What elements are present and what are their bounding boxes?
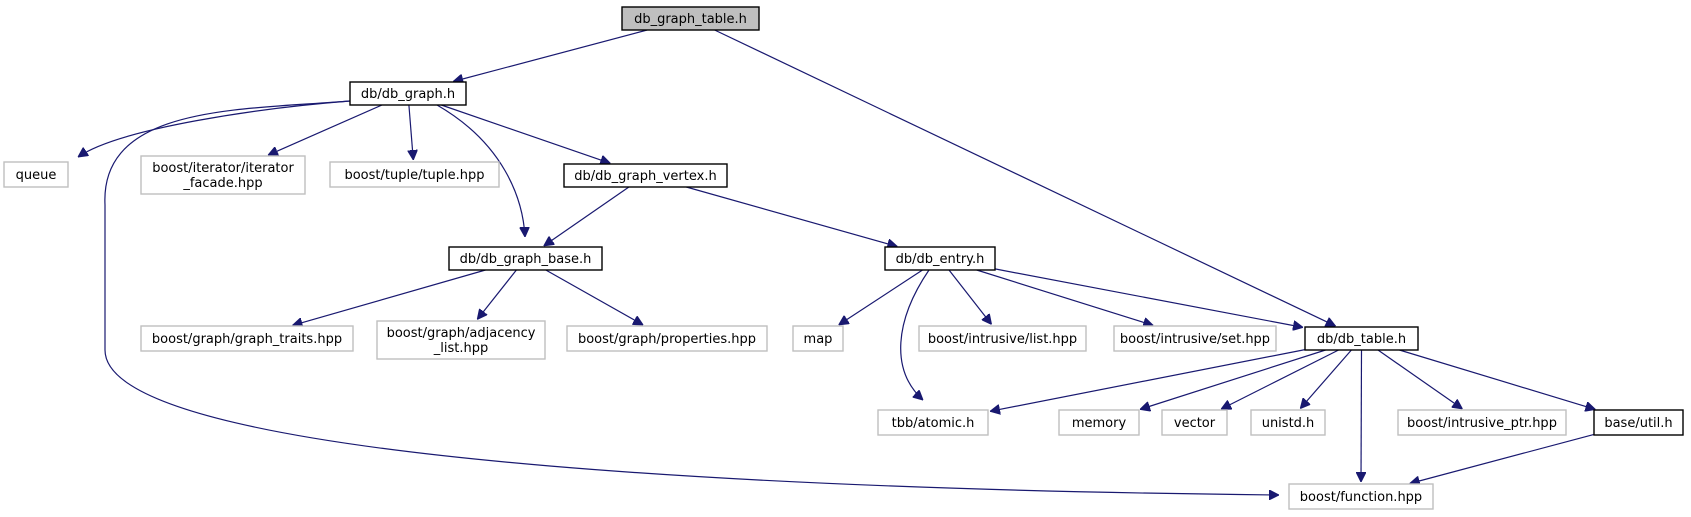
edge-db-table-to-memory <box>1140 349 1326 409</box>
node-adjacency-list: boost/graph/adjacency_list.hpp <box>376 320 546 360</box>
edge-db-graph-vertex-to-db-entry <box>686 186 897 247</box>
node-label: vector <box>1174 416 1216 431</box>
node-box <box>1058 409 1140 436</box>
edge-db-table-to-unistd <box>1300 349 1352 409</box>
edge-db-graph-base-to-graph-traits <box>292 269 486 325</box>
node-box <box>1304 326 1419 351</box>
node-box <box>621 6 760 31</box>
node-queue: queue <box>3 161 69 188</box>
node-label: boost/intrusive/list.hpp <box>928 332 1077 347</box>
node-box <box>349 81 467 106</box>
node-base-util[interactable]: base/util.h <box>1593 409 1684 436</box>
node-label: boost/intrusive/set.hpp <box>1120 332 1270 347</box>
edge-db-table-to-intrusive-ptr <box>1377 349 1462 409</box>
node-label: _list.hpp <box>433 341 488 356</box>
node-label: db/db_graph_vertex.h <box>574 169 716 184</box>
node-label: boost/function.hpp <box>1300 490 1422 505</box>
node-unistd: unistd.h <box>1250 409 1326 436</box>
node-label: boost/graph/properties.hpp <box>578 332 756 347</box>
node-box <box>448 246 603 271</box>
node-db-entry[interactable]: db/db_entry.h <box>884 246 996 271</box>
edge-db-graph-to-iterator-facade <box>268 104 383 155</box>
node-box <box>792 325 844 352</box>
edge-base-util-to-function <box>1410 433 1595 483</box>
node-db-graph-vertex[interactable]: db/db_graph_vertex.h <box>563 163 728 188</box>
edge-db-graph-to-tuple <box>409 104 413 160</box>
node-label: boost/graph/graph_traits.hpp <box>152 332 342 347</box>
node-box <box>1397 409 1567 436</box>
node-label: map <box>804 332 833 347</box>
edge-db-graph-table-to-db-table <box>714 29 1336 326</box>
node-graph-traits: boost/graph/graph_traits.hpp <box>140 325 354 352</box>
node-box <box>918 325 1087 352</box>
node-box <box>329 161 500 188</box>
edge-db-table-to-vector <box>1221 349 1339 410</box>
node-box <box>3 161 69 188</box>
edge-db-graph-to-function <box>104 100 1279 495</box>
edge-db-graph-to-db-graph-base <box>436 104 525 237</box>
edge-db-graph-base-to-adjacency-list <box>477 269 517 319</box>
node-db-graph-table: db_graph_table.h <box>621 6 760 31</box>
edge-db-entry-to-tbb-atomic <box>900 269 930 400</box>
node-box <box>563 163 728 188</box>
edge-db-table-to-base-util <box>1399 349 1595 409</box>
edge-db-entry-to-map <box>839 269 923 325</box>
node-tbb-atomic: tbb/atomic.h <box>877 409 989 436</box>
node-db-graph[interactable]: db/db_graph.h <box>349 81 467 106</box>
node-label: memory <box>1072 416 1127 431</box>
node-box <box>140 325 354 352</box>
node-iterator-facade: boost/iterator/iterator_facade.hpp <box>140 155 306 195</box>
node-label: boost/intrusive_ptr.hpp <box>1407 416 1557 431</box>
node-label: boost/iterator/iterator <box>152 161 294 176</box>
node-label: base/util.h <box>1604 416 1672 431</box>
node-box <box>1250 409 1326 436</box>
edge-db-entry-to-intrusive-list <box>948 269 992 324</box>
node-map: map <box>792 325 844 352</box>
edge-db-table-to-function <box>1361 349 1362 482</box>
node-box <box>140 155 306 195</box>
edge-db-graph-to-queue <box>78 100 351 157</box>
edge-db-graph-table-to-db-graph <box>453 29 648 82</box>
node-label: tbb/atomic.h <box>892 416 975 431</box>
node-label: boost/tuple/tuple.hpp <box>344 168 484 183</box>
node-intrusive-ptr: boost/intrusive_ptr.hpp <box>1397 409 1567 436</box>
node-box <box>1161 409 1228 436</box>
node-label: db/db_graph_base.h <box>460 252 592 267</box>
node-box <box>1593 409 1684 436</box>
edge-db-graph-base-to-properties <box>545 269 643 325</box>
edge-db-entry-to-intrusive-set <box>976 269 1153 325</box>
node-label: unistd.h <box>1262 416 1315 431</box>
node-intrusive-list: boost/intrusive/list.hpp <box>918 325 1087 352</box>
node-intrusive-set: boost/intrusive/set.hpp <box>1113 325 1277 352</box>
node-label: db_graph_table.h <box>634 12 747 27</box>
node-box <box>1288 483 1434 510</box>
node-label: db/db_entry.h <box>896 252 985 267</box>
edge-db-graph-vertex-to-db-graph-base <box>544 186 630 246</box>
edge-db-entry-to-db-table <box>994 268 1303 328</box>
node-properties: boost/graph/properties.hpp <box>566 325 768 352</box>
edge-db-table-to-tbb-atomic <box>990 349 1306 412</box>
node-box <box>566 325 768 352</box>
node-label: boost/graph/adjacency <box>387 326 536 341</box>
edge-db-graph-to-db-graph-vertex <box>441 104 610 163</box>
node-memory: memory <box>1058 409 1140 436</box>
node-label: db/db_graph.h <box>361 87 455 102</box>
node-label: _facade.hpp <box>182 176 262 191</box>
node-db-graph-base[interactable]: db/db_graph_base.h <box>448 246 603 271</box>
dependency-edges <box>78 29 1595 495</box>
node-db-table[interactable]: db/db_table.h <box>1304 326 1419 351</box>
node-box <box>884 246 996 271</box>
node-box <box>877 409 989 436</box>
node-box <box>376 320 546 360</box>
node-label: queue <box>16 168 57 183</box>
node-tuple: boost/tuple/tuple.hpp <box>329 161 500 188</box>
node-box <box>1113 325 1277 352</box>
node-vector: vector <box>1161 409 1228 436</box>
node-function: boost/function.hpp <box>1288 483 1434 510</box>
node-label: db/db_table.h <box>1317 332 1406 347</box>
